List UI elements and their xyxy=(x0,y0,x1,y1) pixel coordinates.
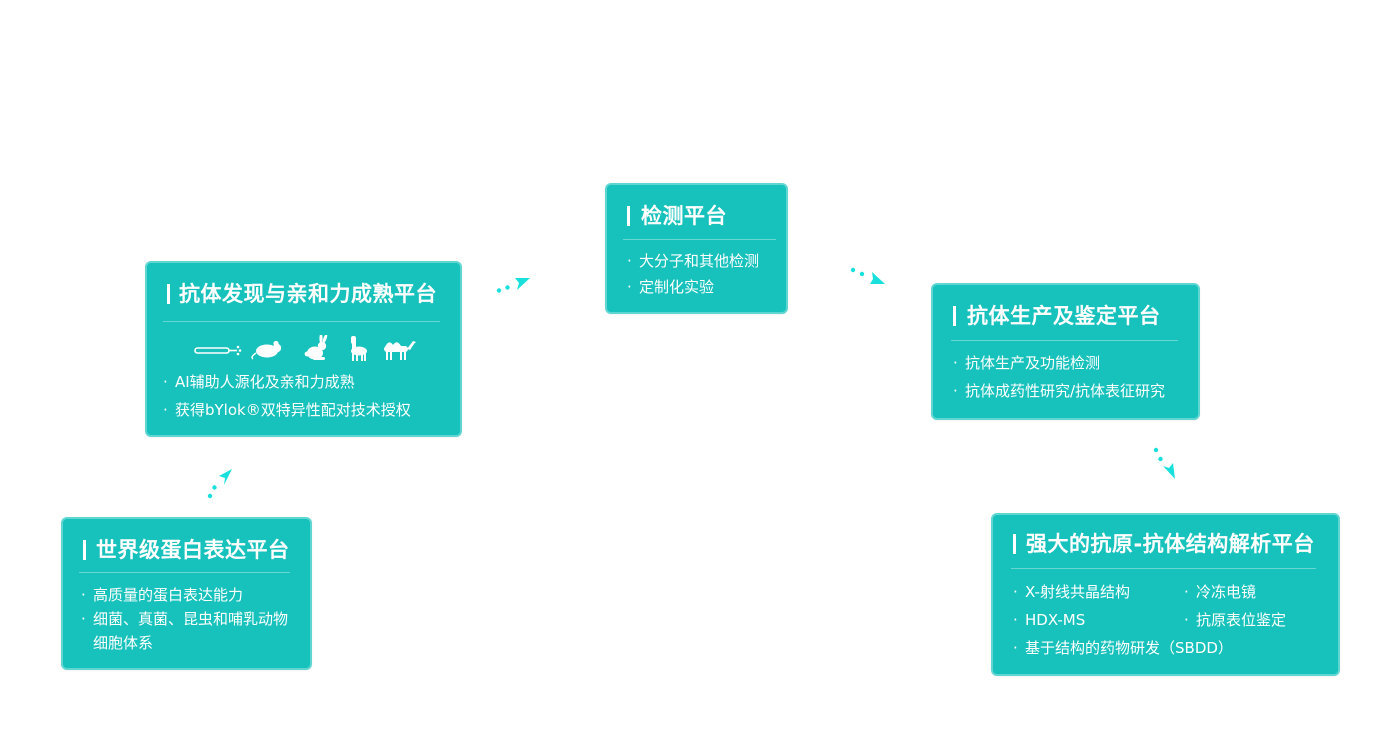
title-accent-bar xyxy=(167,284,170,304)
list-item: ·抗体生产及功能检测 xyxy=(953,354,1101,372)
card-divider xyxy=(1011,568,1316,569)
list-item: ·获得bYlok®双特异性配对技术授权 xyxy=(163,401,411,419)
list-item: ·抗原表位鉴定 xyxy=(1184,611,1287,629)
mouse-icon xyxy=(251,340,282,360)
list-item: ·X-射线共晶结构 xyxy=(1013,583,1130,601)
title-accent-bar xyxy=(1013,534,1016,554)
list-item: ·HDX-MS xyxy=(1013,611,1086,629)
title-accent-bar xyxy=(953,306,956,326)
card-title: 强大的抗原-抗体结构解析平台 xyxy=(1026,532,1315,556)
flow-arrow-detection-to-production xyxy=(850,267,885,284)
list-item: ·高质量的蛋白表达能力 xyxy=(81,586,244,604)
flow-arrow-discovery-to-detection xyxy=(496,278,530,293)
card-detection-platform: 检测平台 ·大分子和其他检测 ·定制化实验 xyxy=(605,183,788,314)
title-accent-bar xyxy=(627,206,630,226)
card-title: 抗体发现与亲和力成熟平台 xyxy=(179,282,437,306)
list-item: ·AI辅助人源化及亲和力成熟 xyxy=(163,373,355,391)
list-item: ·基于结构的药物研发（SBDD） xyxy=(1013,639,1233,657)
list-item: · 细菌、真菌、昆虫和哺乳动物细胞体系 xyxy=(81,610,289,652)
phage-icon xyxy=(194,345,242,356)
camel-icon xyxy=(384,341,416,360)
alpaca-icon xyxy=(351,336,367,361)
list-item: ·定制化实验 xyxy=(627,278,715,296)
list-item: ·大分子和其他检测 xyxy=(627,252,760,270)
rabbit-icon xyxy=(304,333,328,360)
title-accent-bar xyxy=(83,540,86,560)
card-title: 世界级蛋白表达平台 xyxy=(96,538,290,562)
card-expression-platform: 世界级蛋白表达平台 ·高质量的蛋白表达能力 · 细菌、真菌、昆虫和哺乳动物细胞体… xyxy=(61,517,312,670)
card-divider xyxy=(79,572,290,573)
list-item: ·抗体成药性研究/抗体表征研究 xyxy=(953,382,1166,400)
flow-arrow-production-to-structure xyxy=(1153,447,1175,479)
card-discovery-platform: 抗体发现与亲和力成熟平台 xyxy=(145,261,462,437)
card-production-platform: 抗体生产及鉴定平台 ·抗体生产及功能检测 ·抗体成药性研究/抗体表征研究 xyxy=(931,283,1200,420)
card-divider xyxy=(163,321,440,322)
card-divider xyxy=(951,340,1178,341)
flow-arrow-expression-to-discovery xyxy=(207,469,232,499)
card-title: 检测平台 xyxy=(641,204,727,228)
card-divider xyxy=(623,239,776,240)
animal-icon-row xyxy=(193,333,423,361)
list-item: ·冷冻电镜 xyxy=(1184,583,1257,601)
card-structure-platform: 强大的抗原-抗体结构解析平台 ·X-射线共晶结构 ·冷冻电镜 ·HDX-MS ·… xyxy=(991,513,1340,676)
card-title: 抗体生产及鉴定平台 xyxy=(967,304,1161,328)
